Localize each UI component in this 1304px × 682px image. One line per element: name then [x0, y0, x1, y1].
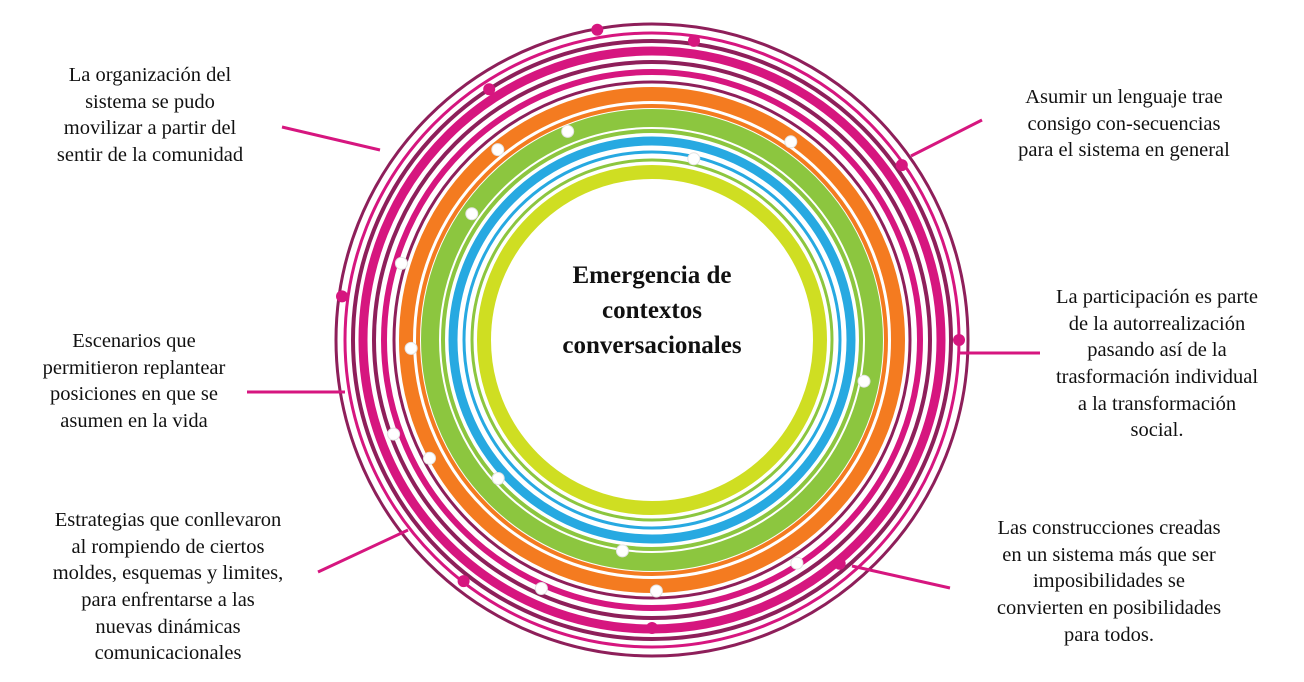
ring-1 — [334, 22, 970, 658]
white-dot-9 — [423, 451, 436, 465]
ring-3 — [351, 39, 953, 641]
white-dot-7 — [561, 124, 575, 138]
note-bottom-left: Estrategias que conllevaron al rompiendo… — [52, 509, 284, 665]
ring-7 — [392, 80, 912, 600]
center-title: Emergencia de contextos conversacionales — [562, 262, 742, 359]
leader-bottom-right — [851, 564, 951, 590]
magenta-dot-5 — [953, 334, 965, 346]
magenta-dot-1 — [591, 23, 604, 36]
white-dot-3 — [857, 374, 871, 388]
ring-12 — [448, 136, 856, 544]
magenta-dot-3 — [483, 83, 496, 96]
leader-lines — [247, 118, 1040, 590]
ring-8 — [399, 87, 905, 593]
magenta-dot-4 — [895, 159, 908, 172]
ring-11 — [441, 129, 863, 551]
white-dot-5 — [615, 544, 629, 558]
ring-14 — [470, 158, 834, 522]
leader-top-right — [910, 118, 983, 158]
note-top-right: Asumir un lenguaje trae consigo con-secu… — [1018, 86, 1230, 162]
white-dot-4 — [394, 256, 408, 270]
white-dot-2 — [649, 584, 663, 598]
leader-top-left — [281, 125, 381, 152]
magenta-dot-8 — [336, 290, 348, 303]
leader-bottom-left — [317, 528, 409, 574]
ring-13 — [462, 150, 842, 530]
white-dot-8 — [687, 152, 701, 166]
white-dot-14 — [465, 207, 479, 221]
white-dot-12 — [404, 341, 418, 355]
ring-6 — [381, 69, 923, 611]
note-top-left: La organización del sistema se pudo movi… — [56, 64, 244, 166]
white-dot-10 — [491, 472, 505, 485]
magenta-dot-9 — [457, 575, 470, 588]
white-dot-6 — [784, 135, 798, 149]
white-dot-1 — [790, 556, 804, 570]
white-dot-15 — [534, 582, 548, 595]
note-mid-right: La participación es parte de la autorrea… — [1055, 286, 1259, 442]
magenta-dot-6 — [833, 557, 846, 570]
ring-5 — [372, 60, 932, 620]
magenta-dot-2 — [688, 34, 700, 47]
ring-9 — [416, 104, 888, 576]
ring-15 — [477, 165, 827, 515]
magenta-dot-7 — [646, 622, 658, 634]
note-bottom-right: Las construcciones creadas en un sistema… — [996, 517, 1222, 646]
note-mid-left: Escenarios que permitieron replantear po… — [42, 330, 226, 432]
ring-10 — [421, 109, 883, 571]
white-dot-11 — [387, 427, 401, 441]
concentric-rings — [334, 22, 970, 658]
white-dot-13 — [491, 143, 505, 157]
